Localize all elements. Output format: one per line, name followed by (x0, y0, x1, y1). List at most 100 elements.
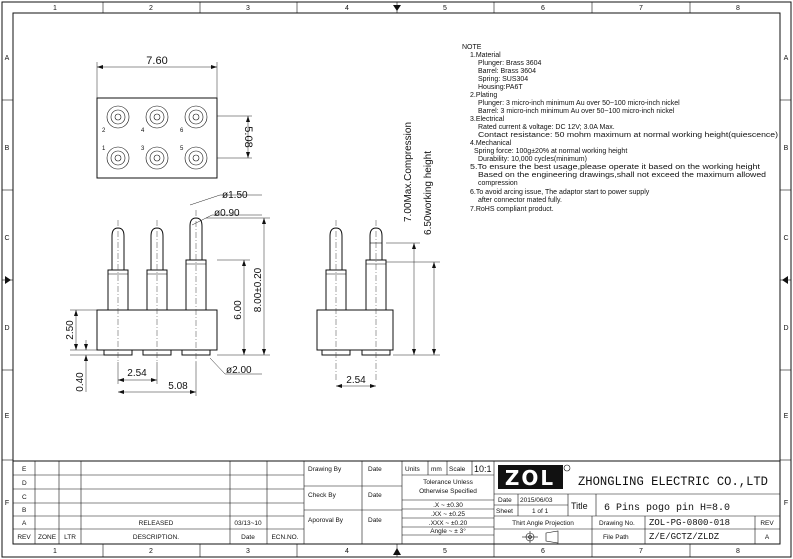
units-value: mm (431, 466, 442, 473)
row-label-f: F (5, 500, 9, 507)
drawing-no-value: ZOL-PG-0800-018 (649, 518, 730, 528)
released-label: RELEASED (139, 520, 174, 527)
date-field-label: Date (498, 497, 512, 504)
col-label-7: 7 (639, 5, 643, 12)
note-line-9: Rated current & voltage: DC 12V; 3.0A Ma… (478, 124, 615, 131)
col-label-4b: 4 (345, 548, 349, 555)
col-label-2: 2 (149, 5, 153, 12)
note-line-2: Barrel: Brass 3604 (478, 68, 536, 75)
company-name: ZHONGLING ELECTRIC CO.,LTD (578, 474, 768, 489)
note-line-18: after connector mated fully. (478, 197, 562, 204)
tolerance-xxx: .XXX ~ ±0.20 (429, 520, 468, 527)
pin-4 (145, 105, 169, 129)
approval-by-label: Aporoval By (308, 517, 344, 524)
note-line-4: Housing:PA6T (478, 84, 523, 91)
tolerance-angle: Angle ~ ± 3° (430, 527, 466, 535)
col-label-5b: 5 (443, 548, 447, 555)
dim-top-width: 7.60 (146, 55, 167, 67)
col-ltr: LTR (64, 534, 76, 541)
row-label-d: D (4, 325, 9, 332)
col-label-6b: 6 (541, 548, 545, 555)
row-label-c-r: C (783, 235, 788, 242)
pin-label-3: 3 (141, 146, 145, 152)
check-by-label: Check By (308, 492, 337, 499)
center-mark-right (782, 276, 788, 284)
pin-label-5: 5 (180, 146, 184, 152)
note-line-6: Plunger: 3 micro-inch minimum Au over 50… (478, 100, 680, 107)
date-value: 2015/06/03 (520, 497, 553, 504)
dim-phi-base: ø2.00 (226, 365, 252, 376)
note-line-8: 3.Electrical (470, 116, 505, 123)
released-date: 03/13~10 (234, 520, 262, 527)
drawing-by-date-label: Date (368, 466, 382, 473)
third-angle-label: Thirt Angle Projection (512, 520, 574, 527)
dim-pitch: 2.54 (127, 368, 147, 379)
drawing-no-label: Drawing No. (599, 520, 635, 527)
rev-row-a: A (22, 520, 27, 527)
scale-value: 10:1 (474, 464, 492, 474)
rev-row-d: D (22, 480, 27, 487)
front-pin-3 (185, 217, 207, 311)
row-label-e: E (5, 413, 10, 420)
note-line-3: Spring: SUS304 (478, 76, 528, 83)
row-label-e-r: E (784, 413, 789, 420)
sheet-label: Sheet (496, 508, 513, 515)
col-label-3b: 3 (246, 548, 250, 555)
pin-label-1: 1 (102, 146, 106, 152)
pin-1 (106, 146, 130, 170)
title-value: 6 Pins pogo pin H=8.0 (604, 502, 730, 514)
col-ecn: ECN.NO. (271, 534, 298, 541)
tolerance-title-2: Otherwise Specified (419, 488, 477, 495)
note-line-1: Plunger: Brass 3604 (478, 60, 542, 67)
center-mark-left (5, 276, 11, 284)
col-label-8b: 8 (736, 548, 740, 555)
col-label-4: 4 (345, 5, 349, 12)
units-label: Units (405, 466, 421, 473)
pin-3 (145, 146, 169, 170)
dim-phi-barrel: ø0.90 (214, 208, 240, 219)
note-line-16: compression (478, 180, 518, 187)
dim-top-height: 5.08 (242, 126, 254, 147)
third-angle-projection-icon (522, 530, 559, 544)
tolerance-x: .X ~ ±0.30 (433, 502, 463, 509)
side-housing (316, 309, 394, 351)
dim-span: 5.08 (168, 381, 188, 392)
side-view: 7.00Max.Compression 6.50working height 2… (316, 122, 440, 388)
note-line-0: 1.Material (470, 52, 501, 59)
rev-value: A (765, 534, 770, 541)
dim-working-height: 6.50working height (423, 151, 434, 235)
center-mark-top (393, 5, 401, 11)
dim-phi-plunger: ø1.50 (222, 190, 248, 201)
dim-side-pitch: 2.54 (346, 375, 366, 386)
check-by-date-label: Date (368, 492, 382, 499)
col-label-2b: 2 (149, 548, 153, 555)
notes-header: NOTE (462, 44, 482, 51)
note-line-11: 4.Mechanical (470, 140, 512, 147)
dim-housing-height: 2.50 (65, 320, 76, 340)
top-view-housing (96, 97, 218, 179)
col-description: DESCRIPTION. (133, 534, 179, 541)
title-block: E D C B A RELEASED 03/13~10 REV ZONE LTR… (12, 460, 781, 545)
note-line-5: 2.Plating (470, 92, 497, 99)
center-mark-bottom (393, 548, 401, 555)
col-zone: ZONE (38, 534, 57, 541)
rev-row-b: B (22, 507, 26, 514)
drawing-by-label: Drawing By (308, 466, 342, 473)
col-rev: REV (17, 534, 31, 541)
col-label-6: 6 (541, 5, 545, 12)
col-label-1b: 1 (53, 548, 57, 555)
dim-compression: 7.00Max.Compression (403, 122, 414, 222)
col-label-5: 5 (443, 5, 447, 12)
pin-label-4: 4 (141, 128, 145, 134)
col-label-3: 3 (246, 5, 250, 12)
row-label-b: B (5, 145, 10, 152)
dim-height-barrel: 6.00 (233, 300, 244, 320)
approval-by-date-label: Date (368, 517, 382, 524)
top-view: 7.60 5.08 2 4 6 1 3 (96, 55, 254, 179)
row-label-f-r: F (784, 500, 788, 507)
notes-block: NOTE 1.Material Plunger: Brass 3604 Barr… (462, 44, 778, 213)
col-label-7b: 7 (639, 548, 643, 555)
tolerance-title-1: Tolerance Unless (423, 479, 474, 486)
